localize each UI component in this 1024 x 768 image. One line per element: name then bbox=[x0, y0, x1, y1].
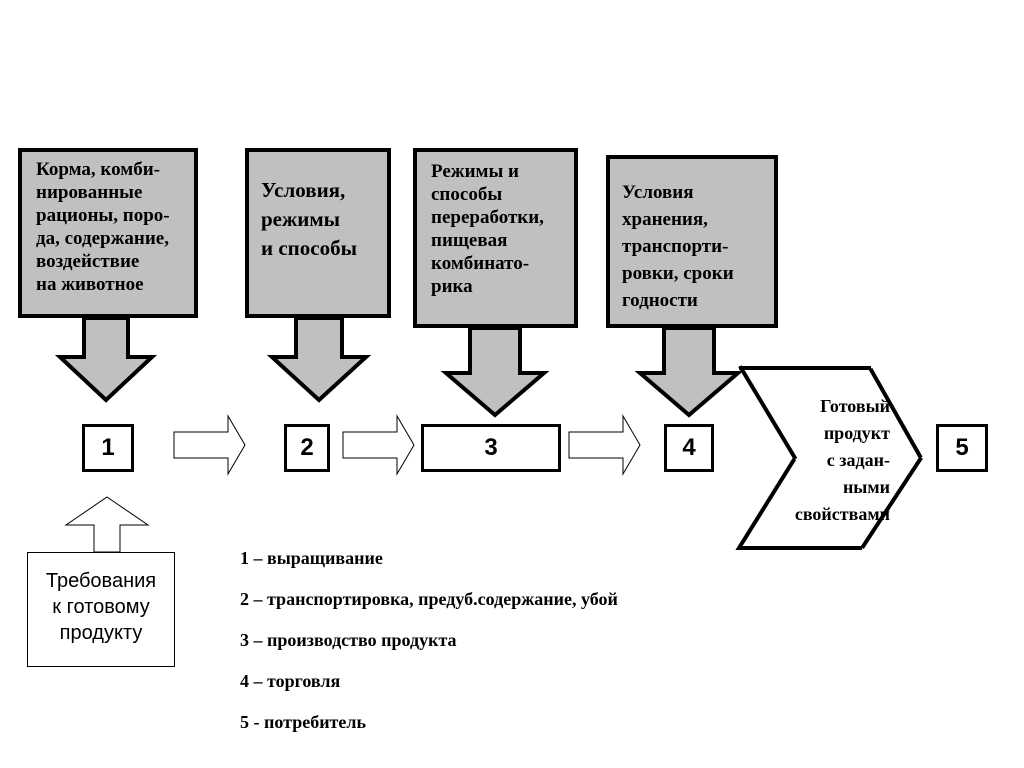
stage-box-3: 3 bbox=[421, 424, 561, 472]
legend-item-4: 4 – торговля bbox=[240, 671, 341, 691]
down-arrow-3 bbox=[440, 326, 550, 418]
finished-product-hexagon bbox=[735, 366, 924, 550]
finished-product-label: Готовый продукт с задан- ными свойствами bbox=[794, 396, 890, 524]
callout-transport-conditions: Условия, режимы и способы bbox=[245, 148, 391, 318]
requirements-box: Требования к готовому продукту bbox=[27, 552, 175, 667]
legend-item-1: 1 – выращивание bbox=[240, 548, 383, 568]
flow-arrow-2-3 bbox=[342, 414, 415, 476]
stage-box-5: 5 bbox=[936, 424, 988, 472]
callout-processing-modes: Режимы и способы переработки, пищевая ко… bbox=[413, 148, 578, 328]
legend-item-2: 2 – транспортировка, предуб.содержание, … bbox=[240, 589, 618, 609]
down-arrow-4 bbox=[634, 326, 744, 418]
callout-storage-conditions: Условия хранения, транспорти- ровки, сро… bbox=[606, 155, 778, 328]
callout-feeding-factors: Корма, комби- нированные рационы, поро- … bbox=[18, 148, 198, 318]
flow-arrow-3-4 bbox=[568, 414, 641, 476]
stage-box-4: 4 bbox=[664, 424, 714, 472]
stage-box-1: 1 bbox=[82, 424, 134, 472]
legend-item-5: 5 - потребитель bbox=[240, 712, 367, 732]
up-arrow-requirements bbox=[64, 496, 150, 553]
flow-arrow-1-2 bbox=[173, 414, 246, 476]
stage-box-2: 2 bbox=[284, 424, 330, 472]
legend: 1 – выращивание 2 – транспортировка, пре… bbox=[240, 545, 618, 750]
down-arrow-1 bbox=[54, 316, 158, 403]
down-arrow-2 bbox=[266, 316, 372, 403]
legend-item-3: 3 – производство продукта bbox=[240, 630, 457, 650]
